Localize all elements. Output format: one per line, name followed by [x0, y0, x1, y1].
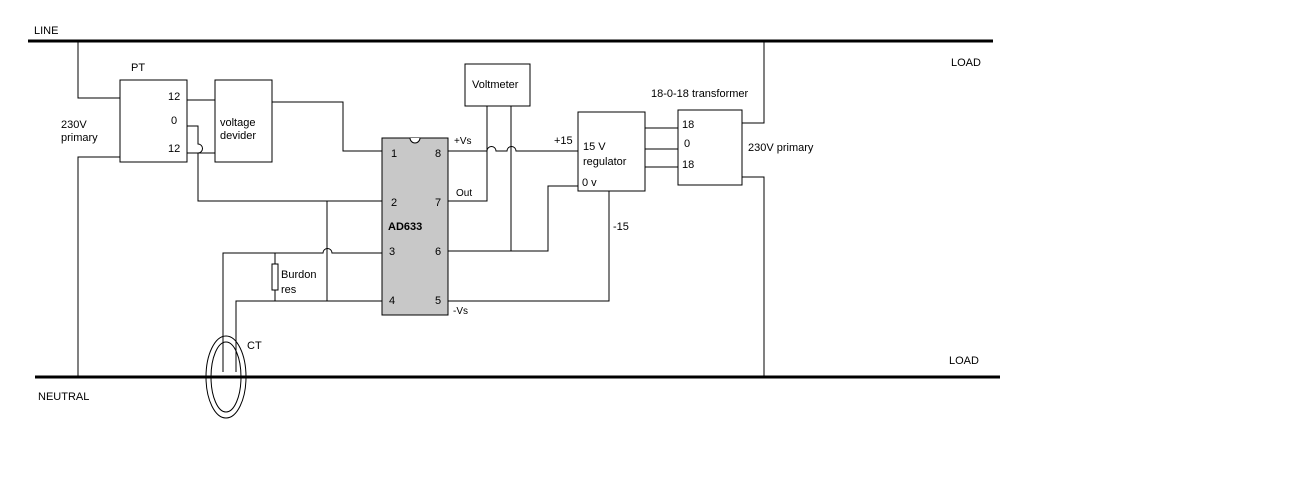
- ic-out-label: Out: [456, 188, 472, 199]
- ic-pin-2: 2: [391, 197, 397, 209]
- ct-inner-ring: [210, 341, 242, 413]
- transformer-primary-neutral-wire: [742, 176, 765, 377]
- ic-pin-7: 7: [435, 197, 441, 209]
- transformer-primary-label: 230V primary: [748, 142, 814, 154]
- voltage-divider-label-1: voltage: [220, 117, 255, 129]
- ct-label: CT: [247, 340, 262, 352]
- regulator-minus-label: -15: [613, 221, 629, 233]
- ic-vs-neg-label: -Vs: [453, 306, 468, 317]
- burden-label-1: Burdon: [281, 269, 316, 281]
- transformer-title: 18-0-18 transformer: [651, 88, 749, 100]
- ic-notch: [409, 137, 421, 144]
- load-top-label: LOAD: [951, 57, 981, 69]
- burden-resistor: [271, 263, 279, 291]
- ic-pin-3: 3: [389, 246, 395, 258]
- pt-center-tap-to-pin2-wire: [187, 125, 382, 202]
- regulator-box: [577, 111, 646, 192]
- voltage-divider-label-2: devider: [220, 130, 256, 142]
- ic-vs-pos-label: +Vs: [454, 136, 472, 147]
- transformer-box: [677, 109, 743, 186]
- transformer-tap-3: 18: [682, 159, 694, 171]
- ct-to-pin4-wire: [235, 300, 382, 372]
- minus-15-wire: [448, 191, 610, 302]
- ic-pin-6: 6: [435, 246, 441, 258]
- pin6-to-regulator-0v-wire: [448, 185, 578, 252]
- voltage-divider-box: [214, 79, 273, 163]
- pt-label: PT: [131, 62, 145, 74]
- voltmeter-box: [464, 63, 531, 107]
- pt-tap-3: 12: [168, 143, 180, 155]
- ic-pin-8: 8: [435, 148, 441, 160]
- plus-vs-wire: [448, 146, 578, 152]
- pt-box: [119, 79, 188, 163]
- pt-primary-bottom-wire: [77, 156, 120, 377]
- divider-to-pin1-wire: [272, 101, 382, 152]
- ic-pin-1: 1: [391, 148, 397, 160]
- regulator-plus-label: +15: [554, 135, 573, 147]
- pt-primary-label-1: 230V: [61, 119, 87, 131]
- pt-tap-2: 0: [171, 115, 177, 127]
- pt-primary-label-2: primary: [61, 132, 98, 144]
- regulator-label-2: regulator: [583, 156, 627, 168]
- burden-label-2: res: [281, 284, 297, 296]
- regulator-label-1: 15 V: [583, 141, 606, 153]
- transformer-tap-2: 0: [684, 138, 690, 150]
- ct-to-pin3-wire: [222, 248, 382, 372]
- line-label: LINE: [34, 25, 58, 37]
- regulator-0v-label: 0 v: [582, 177, 597, 189]
- ic-name: AD633: [388, 221, 422, 233]
- load-bottom-label: LOAD: [949, 355, 979, 367]
- pt-tap-1: 12: [168, 91, 180, 103]
- voltmeter-label: Voltmeter: [472, 79, 519, 91]
- neutral-label: NEUTRAL: [38, 391, 89, 403]
- ic-pin-4: 4: [389, 295, 395, 307]
- out-to-voltmeter-wire: [448, 106, 488, 202]
- ct-outer-ring: [205, 335, 247, 419]
- ic-pin-5: 5: [435, 295, 441, 307]
- transformer-tap-1: 18: [682, 119, 694, 131]
- transformer-primary-line-wire: [742, 41, 765, 124]
- pt-primary-top-wire: [77, 41, 120, 99]
